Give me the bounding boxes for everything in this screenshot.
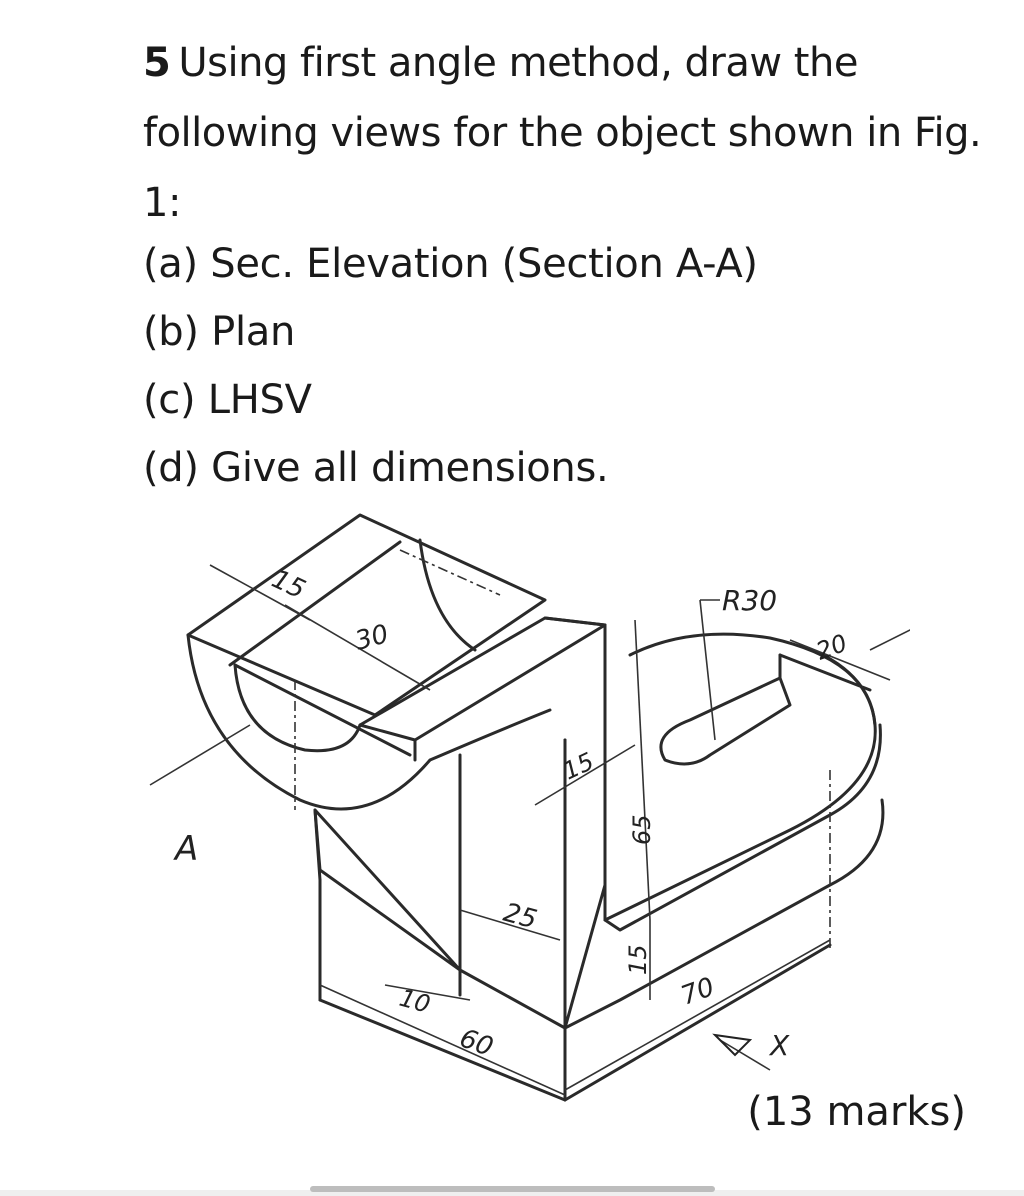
dim-line-25 — [459, 909, 561, 941]
saddle-inner-arc — [233, 663, 362, 753]
marks-label: (13 marks) — [747, 1089, 966, 1135]
base-plate-top — [603, 623, 877, 922]
saddle-back-arc — [418, 538, 477, 652]
cutting-plane-right — [869, 629, 910, 651]
dim-label-30: 30 — [352, 619, 392, 657]
centre-line-top — [399, 549, 501, 596]
dim-label-20: 20 — [812, 629, 850, 666]
dim-label-15-low: 15 — [624, 944, 652, 975]
top-rib — [358, 616, 607, 742]
saddle-divider-2 — [233, 663, 412, 757]
dim-label-10: 10 — [396, 984, 433, 1019]
dim-label-r30: R30 — [722, 584, 777, 617]
saddle-top-face — [186, 513, 547, 717]
dim-line-15-top — [209, 564, 311, 621]
slot-depth-2 — [778, 653, 872, 692]
dim-label-25: 25 — [500, 898, 540, 936]
upright-front-face — [458, 738, 567, 1030]
question-body: Using first angle method, draw the follo… — [143, 40, 982, 226]
view-direction-arrow-icon — [712, 1033, 753, 1057]
question-number: 5 — [143, 40, 171, 86]
bottom-divider — [0, 1190, 1024, 1196]
view-direction-label: X — [768, 1029, 790, 1062]
option-c: (c) LHSV — [143, 377, 312, 423]
cutting-plane-left — [149, 724, 251, 786]
base-rounded-top — [628, 632, 877, 727]
base-back-edge — [563, 943, 832, 1102]
saddle-divider-1 — [228, 540, 402, 667]
base-front-face — [318, 998, 567, 1102]
dim-line-70 — [564, 939, 831, 1091]
slot-outline — [659, 676, 792, 766]
dim-label-65: 65 — [628, 814, 656, 845]
dim-label-70: 70 — [677, 972, 718, 1012]
option-d: (d) Give all dimensions. — [143, 445, 609, 491]
options-list: (a) Sec. Elevation (Section A-A) (b) Pla… — [143, 230, 758, 502]
dim-line-20 — [789, 639, 891, 681]
dim-line-15-mid — [534, 744, 636, 806]
option-a: (a) Sec. Elevation (Section A-A) — [143, 241, 758, 287]
dim-line-65 — [634, 619, 651, 921]
dim-line-10 — [384, 984, 471, 1001]
saddle-front-curve — [186, 633, 552, 811]
home-indicator-bar[interactable] — [310, 1186, 715, 1192]
triangular-rib — [313, 808, 462, 972]
vertical-upright — [543, 616, 607, 1030]
dim-line-r30 — [699, 599, 716, 741]
isometric-drawing-figure: 15 30 R30 20 15 65 25 15 10 60 70 A A X — [149, 513, 910, 1102]
dim-line-60 — [319, 984, 566, 1096]
rib-foot — [313, 808, 322, 882]
dim-line-30 — [284, 604, 431, 691]
option-b: (b) Plan — [143, 309, 296, 355]
section-label-left: A — [173, 829, 198, 869]
base-thickness — [563, 798, 885, 1030]
view-arrow-shaft — [719, 1039, 771, 1071]
